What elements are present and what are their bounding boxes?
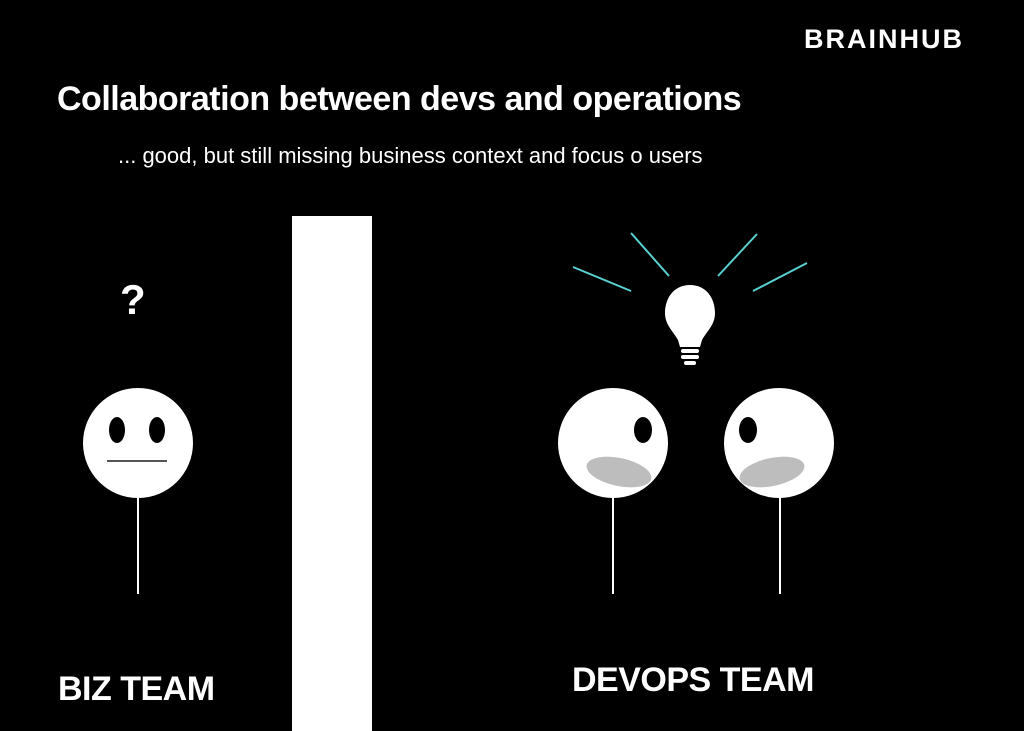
lightbulb-icon	[665, 285, 715, 365]
question-mark: ?	[120, 276, 146, 323]
biz-person-face	[83, 388, 193, 498]
dev-person	[558, 388, 668, 594]
dev-person-eye	[634, 417, 652, 443]
idea-rays	[572, 232, 808, 292]
biz-person-left-eye	[109, 417, 125, 443]
slide-title: Collaboration between devs and operation…	[57, 80, 742, 118]
silo-wall	[292, 216, 372, 731]
slide-subtitle: ... good, but still missing business con…	[118, 143, 703, 168]
dev-person-mouth	[586, 456, 652, 488]
ops-person-mouth	[739, 456, 805, 488]
ops-person-eye	[739, 417, 757, 443]
devops-team-label: DEVOPS TEAM	[572, 661, 814, 699]
ops-person	[724, 388, 834, 594]
biz-person-right-eye	[149, 417, 165, 443]
biz-person	[83, 388, 193, 594]
biz-team-label: BIZ TEAM	[58, 670, 215, 708]
brand-logo: BRAINHUB	[804, 24, 964, 54]
